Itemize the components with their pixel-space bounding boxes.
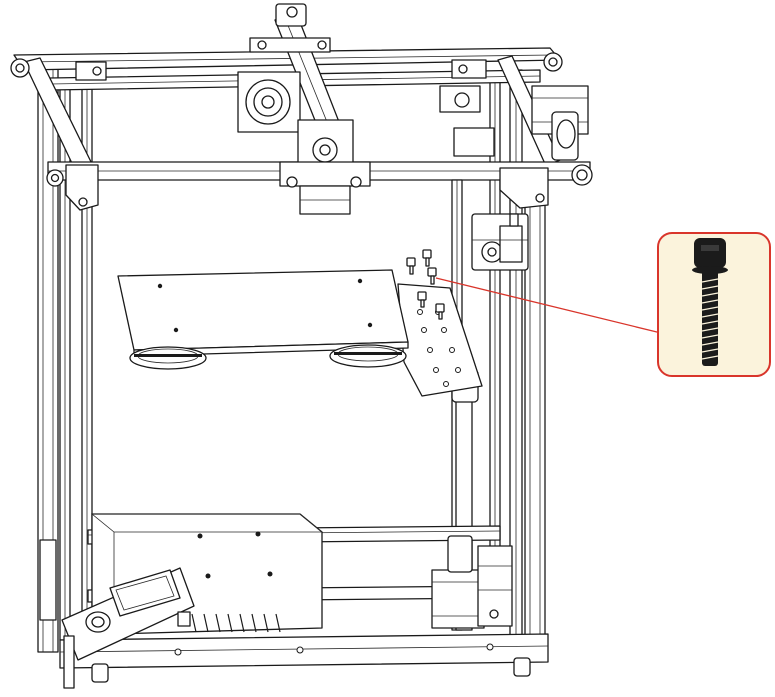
top-right-stepper-motor [439, 85, 589, 161]
leveling-knob-left [129, 346, 207, 370]
xy-gantry [237, 3, 371, 215]
leveling-knob-right [329, 344, 407, 368]
extruder-assembly [471, 213, 529, 271]
right-front-upright [509, 69, 546, 661]
screw-callout [435, 232, 771, 377]
heat-bed [117, 269, 409, 370]
exploded-screws [406, 249, 445, 320]
display-control-unit [39, 539, 195, 689]
bed-carriage-plate [397, 283, 483, 397]
callout-leader-line [435, 277, 662, 334]
z-stepper-motor [431, 535, 513, 629]
socket-head-screw-icon [692, 238, 728, 366]
left-front-upright [37, 61, 71, 653]
